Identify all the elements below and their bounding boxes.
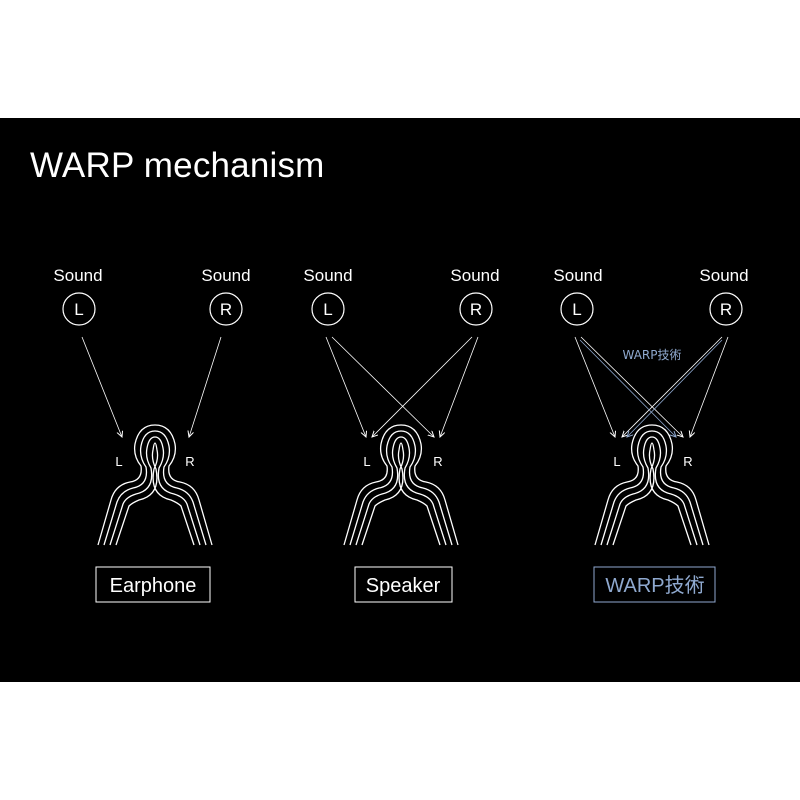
ear-right-label: R xyxy=(683,454,692,469)
speaker-left-circle xyxy=(311,292,345,326)
head-icon xyxy=(343,424,459,546)
page-title: WARP mechanism xyxy=(30,146,325,185)
caption-earphone: Earphone xyxy=(110,575,197,597)
arrow-right-to-right-ear xyxy=(189,336,222,437)
ear-right-label: R xyxy=(433,454,442,469)
head-icon xyxy=(594,424,710,546)
ear-left-label: L xyxy=(363,454,370,469)
panel-speaker: Sound Sound L R L R Speaker xyxy=(303,266,500,603)
sound-label-right: Sound xyxy=(201,266,250,285)
arrow-right-to-right-ear xyxy=(440,336,479,437)
sound-label-left: Sound xyxy=(53,266,102,285)
caption-box xyxy=(593,566,716,603)
speaker-left-circle xyxy=(62,292,96,326)
caption-warp: WARP技術 xyxy=(605,574,704,597)
speaker-right-letter: R xyxy=(720,300,732,319)
speaker-left-letter: L xyxy=(74,300,83,319)
speaker-right-circle xyxy=(209,292,243,326)
head-icon xyxy=(97,424,213,546)
caption-box xyxy=(354,566,453,603)
arrow-left-to-left-ear xyxy=(81,336,122,437)
speaker-left-circle xyxy=(560,292,594,326)
sound-label-right: Sound xyxy=(699,266,748,285)
ear-left-label: L xyxy=(613,454,620,469)
caption-box xyxy=(95,566,211,603)
speaker-left-letter: L xyxy=(323,300,332,319)
warp-annotation: WARP技術 xyxy=(623,348,682,362)
cancel-arrow-right xyxy=(627,339,723,437)
ear-left-label: L xyxy=(115,454,122,469)
diagram-background xyxy=(0,118,800,682)
cancel-arrow-left xyxy=(579,339,676,437)
sound-label-right: Sound xyxy=(450,266,499,285)
speaker-left-letter: L xyxy=(572,300,581,319)
arrow-left-to-right-ear xyxy=(580,336,683,437)
speaker-right-letter: R xyxy=(220,300,232,319)
speaker-right-circle xyxy=(459,292,493,326)
arrow-right-to-left-ear xyxy=(622,336,723,437)
panel-earphone: Sound Sound L R L R Earphone xyxy=(53,266,251,603)
speaker-right-letter: R xyxy=(470,300,482,319)
arrow-left-to-right-ear xyxy=(331,336,434,437)
arrow-right-to-right-ear xyxy=(690,336,729,437)
ear-right-label: R xyxy=(185,454,194,469)
arrow-right-to-left-ear xyxy=(372,336,473,437)
arrow-left-to-left-ear xyxy=(325,336,366,437)
speaker-right-circle xyxy=(709,292,743,326)
sound-label-left: Sound xyxy=(303,266,352,285)
panel-warp: Sound Sound L R WARP技術 L R WARP技術 xyxy=(553,266,749,603)
caption-speaker: Speaker xyxy=(366,575,441,597)
sound-label-left: Sound xyxy=(553,266,602,285)
arrow-left-to-left-ear xyxy=(574,336,615,437)
